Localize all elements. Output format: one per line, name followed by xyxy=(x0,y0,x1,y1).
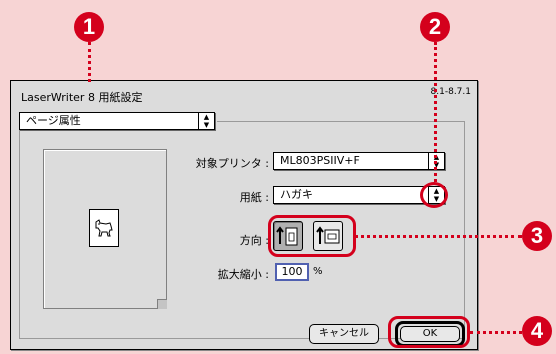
printer-popup[interactable]: ML803PSIIV+F ▲▼ xyxy=(273,152,445,170)
portrait-orientation-icon xyxy=(276,226,298,246)
callout-4-leader xyxy=(470,331,522,334)
section-group-top-line xyxy=(217,121,465,122)
cancel-button[interactable]: キャンセル xyxy=(309,324,379,344)
orientation-highlight xyxy=(268,215,356,257)
ok-button-highlight xyxy=(388,316,470,348)
scale-input[interactable]: 100 xyxy=(275,263,309,281)
printer-popup-value: ML803PSIIV+F xyxy=(280,154,360,167)
paper-preview xyxy=(43,149,167,309)
callout-4: 4 xyxy=(522,316,552,346)
landscape-orientation-button[interactable] xyxy=(313,221,343,251)
postcard-preview xyxy=(89,209,119,247)
callout-2: 2 xyxy=(420,12,450,42)
callout-2-leader xyxy=(434,42,437,182)
ok-button[interactable]: OK xyxy=(400,326,460,342)
paper-label: 用紙 : xyxy=(239,191,269,204)
callout-3-leader xyxy=(354,235,522,238)
version-label: 8.1-8.7.1 xyxy=(430,87,471,97)
dialog-title: LaserWriter 8 用紙設定 xyxy=(21,91,143,104)
section-group-box xyxy=(19,121,465,339)
dog-icon xyxy=(95,219,113,237)
orientation-label: 方向 : xyxy=(239,234,269,247)
section-popup[interactable]: ページ属性 ▲▼ xyxy=(19,112,215,130)
callout-1-leader xyxy=(88,42,91,82)
up-down-arrows-icon: ▲▼ xyxy=(198,113,214,129)
paper-arrow-highlight xyxy=(420,182,448,208)
portrait-orientation-button[interactable] xyxy=(273,221,303,251)
callout-1: 1 xyxy=(74,12,104,42)
page-setup-dialog: LaserWriter 8 用紙設定 8.1-8.7.1 ページ属性 ▲▼ 対象… xyxy=(10,80,478,350)
scale-label: 拡大縮小 : xyxy=(217,268,269,281)
section-popup-value: ページ属性 xyxy=(26,114,81,127)
paper-popup-value: ハガキ xyxy=(280,188,313,201)
printer-label: 対象プリンタ : xyxy=(195,157,269,170)
scale-unit: % xyxy=(313,266,323,277)
paper-preview-fold xyxy=(157,299,167,309)
landscape-orientation-icon xyxy=(316,226,340,244)
callout-3: 3 xyxy=(522,221,552,251)
